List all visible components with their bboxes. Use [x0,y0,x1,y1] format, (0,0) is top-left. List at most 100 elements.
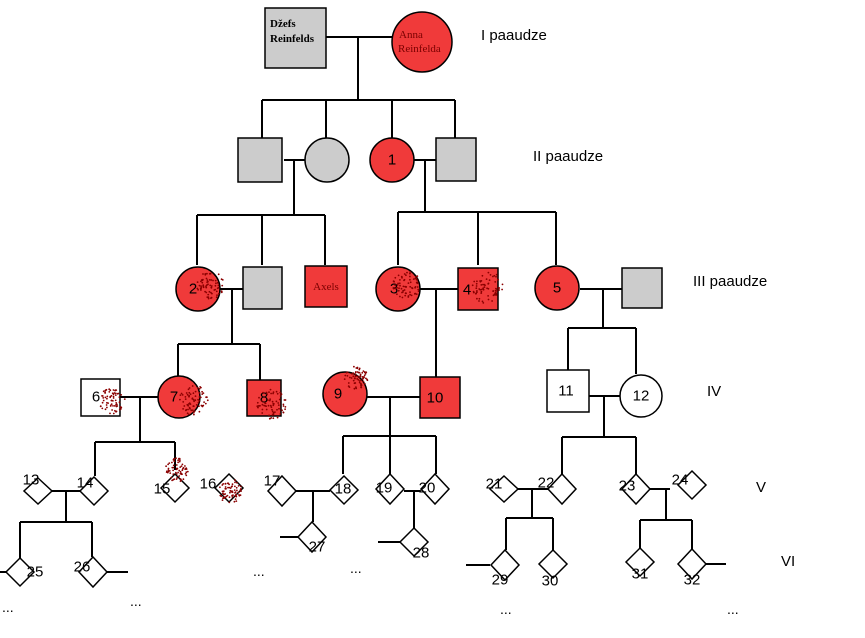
ellipsis-5: ... [500,601,512,617]
speckle-dot [235,495,238,498]
speckle-dot [270,392,272,395]
speckle-dot [216,281,219,284]
speckle-dot [237,491,240,494]
speckle-dot [356,378,359,380]
speckle-dot [202,404,205,407]
speckle-dot [267,404,270,407]
speckle-dot [172,473,175,475]
speckle-dot [282,403,285,406]
speckle-dot [473,280,476,283]
speckle-dot [362,370,365,372]
label-14: 14 [77,475,94,492]
speckle-dot [495,293,498,296]
gen2-male-grey-right [435,137,477,182]
speckle-dot [402,289,405,292]
speckle-dot [187,388,190,391]
speckle-dot [184,396,187,398]
speckle-dot [353,365,355,368]
speckle-dot [271,410,274,413]
speckle-dot [111,392,114,395]
label-17: 17 [264,473,281,490]
speckle-dot [498,289,500,291]
speckle-dot [198,284,201,287]
speckle-dot [197,398,200,401]
speckle-dot [472,290,475,293]
speckle-dot [179,398,181,401]
speckle-dot [240,490,242,492]
individual-17 [266,474,298,508]
speckle-dot [216,294,218,296]
individual-7 [157,375,201,419]
speckle-dot [178,457,180,460]
speckle-dot [398,287,400,290]
speckle-dot [487,282,490,285]
individual-30 [537,548,569,580]
speckle-dot [483,286,486,288]
label-25: 25 [27,564,44,581]
speckle-dot [224,493,227,495]
speckle-dot [403,278,406,281]
gen6-individuals [4,520,708,589]
speckle-dot [179,466,182,468]
ellipsis-4: ... [350,560,362,576]
speckle-marks [99,271,504,504]
label-16: 16 [200,476,217,493]
speckle-dot [267,399,269,401]
individual-32 [676,547,708,581]
speckle-dot [102,390,105,393]
label-12: 12 [633,388,650,405]
speckle-dot [361,376,364,378]
speckle-dot [200,285,203,288]
speckle-dot [284,406,287,408]
speckle-dot [176,476,179,479]
speckle-dot [405,274,407,277]
speckle-dot [101,407,104,410]
speckle-dot [175,457,177,460]
speckle-dot [234,481,236,484]
speckle-dot [282,411,285,414]
label-13: 13 [23,472,40,489]
speckle-dot [185,409,187,412]
speckle-dot [281,409,283,412]
speckle-dot [397,289,400,292]
speckle-dot [222,483,225,485]
speckle-dot [284,408,286,411]
label-7: 7 [170,389,178,406]
speckle-dot [272,392,274,395]
speckle-dot [106,395,109,398]
speckle-dot [362,378,364,380]
speckle-dot [205,284,208,286]
speckle-dot [177,471,180,474]
speckle-dot [495,273,498,276]
speckle-dot [494,281,497,283]
label-1: 1 [388,152,396,169]
speckle-dot [416,286,419,288]
individual-29 [489,548,521,582]
speckle-dot [414,292,416,295]
speckle-dot [215,296,218,299]
speckle-dot [179,394,182,396]
speckle-dot [187,404,190,407]
speckle-dot [223,496,226,499]
speckle-dot [198,410,201,413]
individual-18 [328,474,360,506]
speckle-dot [189,393,192,396]
speckle-dot [257,406,259,409]
label-26: 26 [74,559,91,576]
speckle-dot [184,398,187,400]
speckle-dot [191,409,194,412]
speckle-dot [179,459,181,461]
speckle-dot [188,391,191,394]
speckle-dot [268,399,271,402]
speckle-dot [278,407,280,410]
speckle-dot [403,273,406,275]
speckle-dot [102,399,105,402]
speckle-dot [165,465,168,468]
speckle-dot [181,394,184,396]
speckle-dot [363,376,365,378]
speckle-dot [112,397,115,399]
speckle-dot [268,417,271,420]
speckle-dot [409,293,411,296]
speckle-dot [264,402,267,405]
speckle-dot [392,280,395,282]
